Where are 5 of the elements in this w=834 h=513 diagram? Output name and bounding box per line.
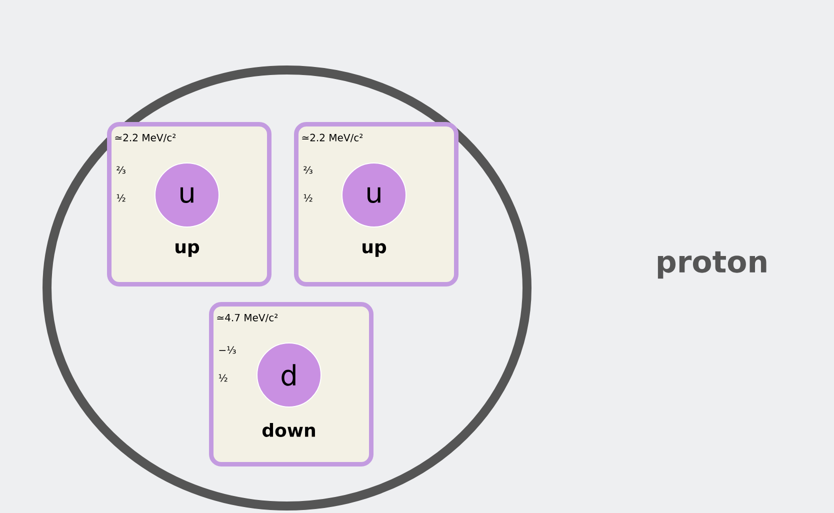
caption-text: proton bbox=[658, 251, 766, 279]
particle-ball: u bbox=[342, 162, 406, 228]
ring-circle bbox=[42, 66, 532, 510]
particle-ball: u bbox=[154, 162, 220, 228]
particle-ball: d bbox=[256, 342, 322, 408]
